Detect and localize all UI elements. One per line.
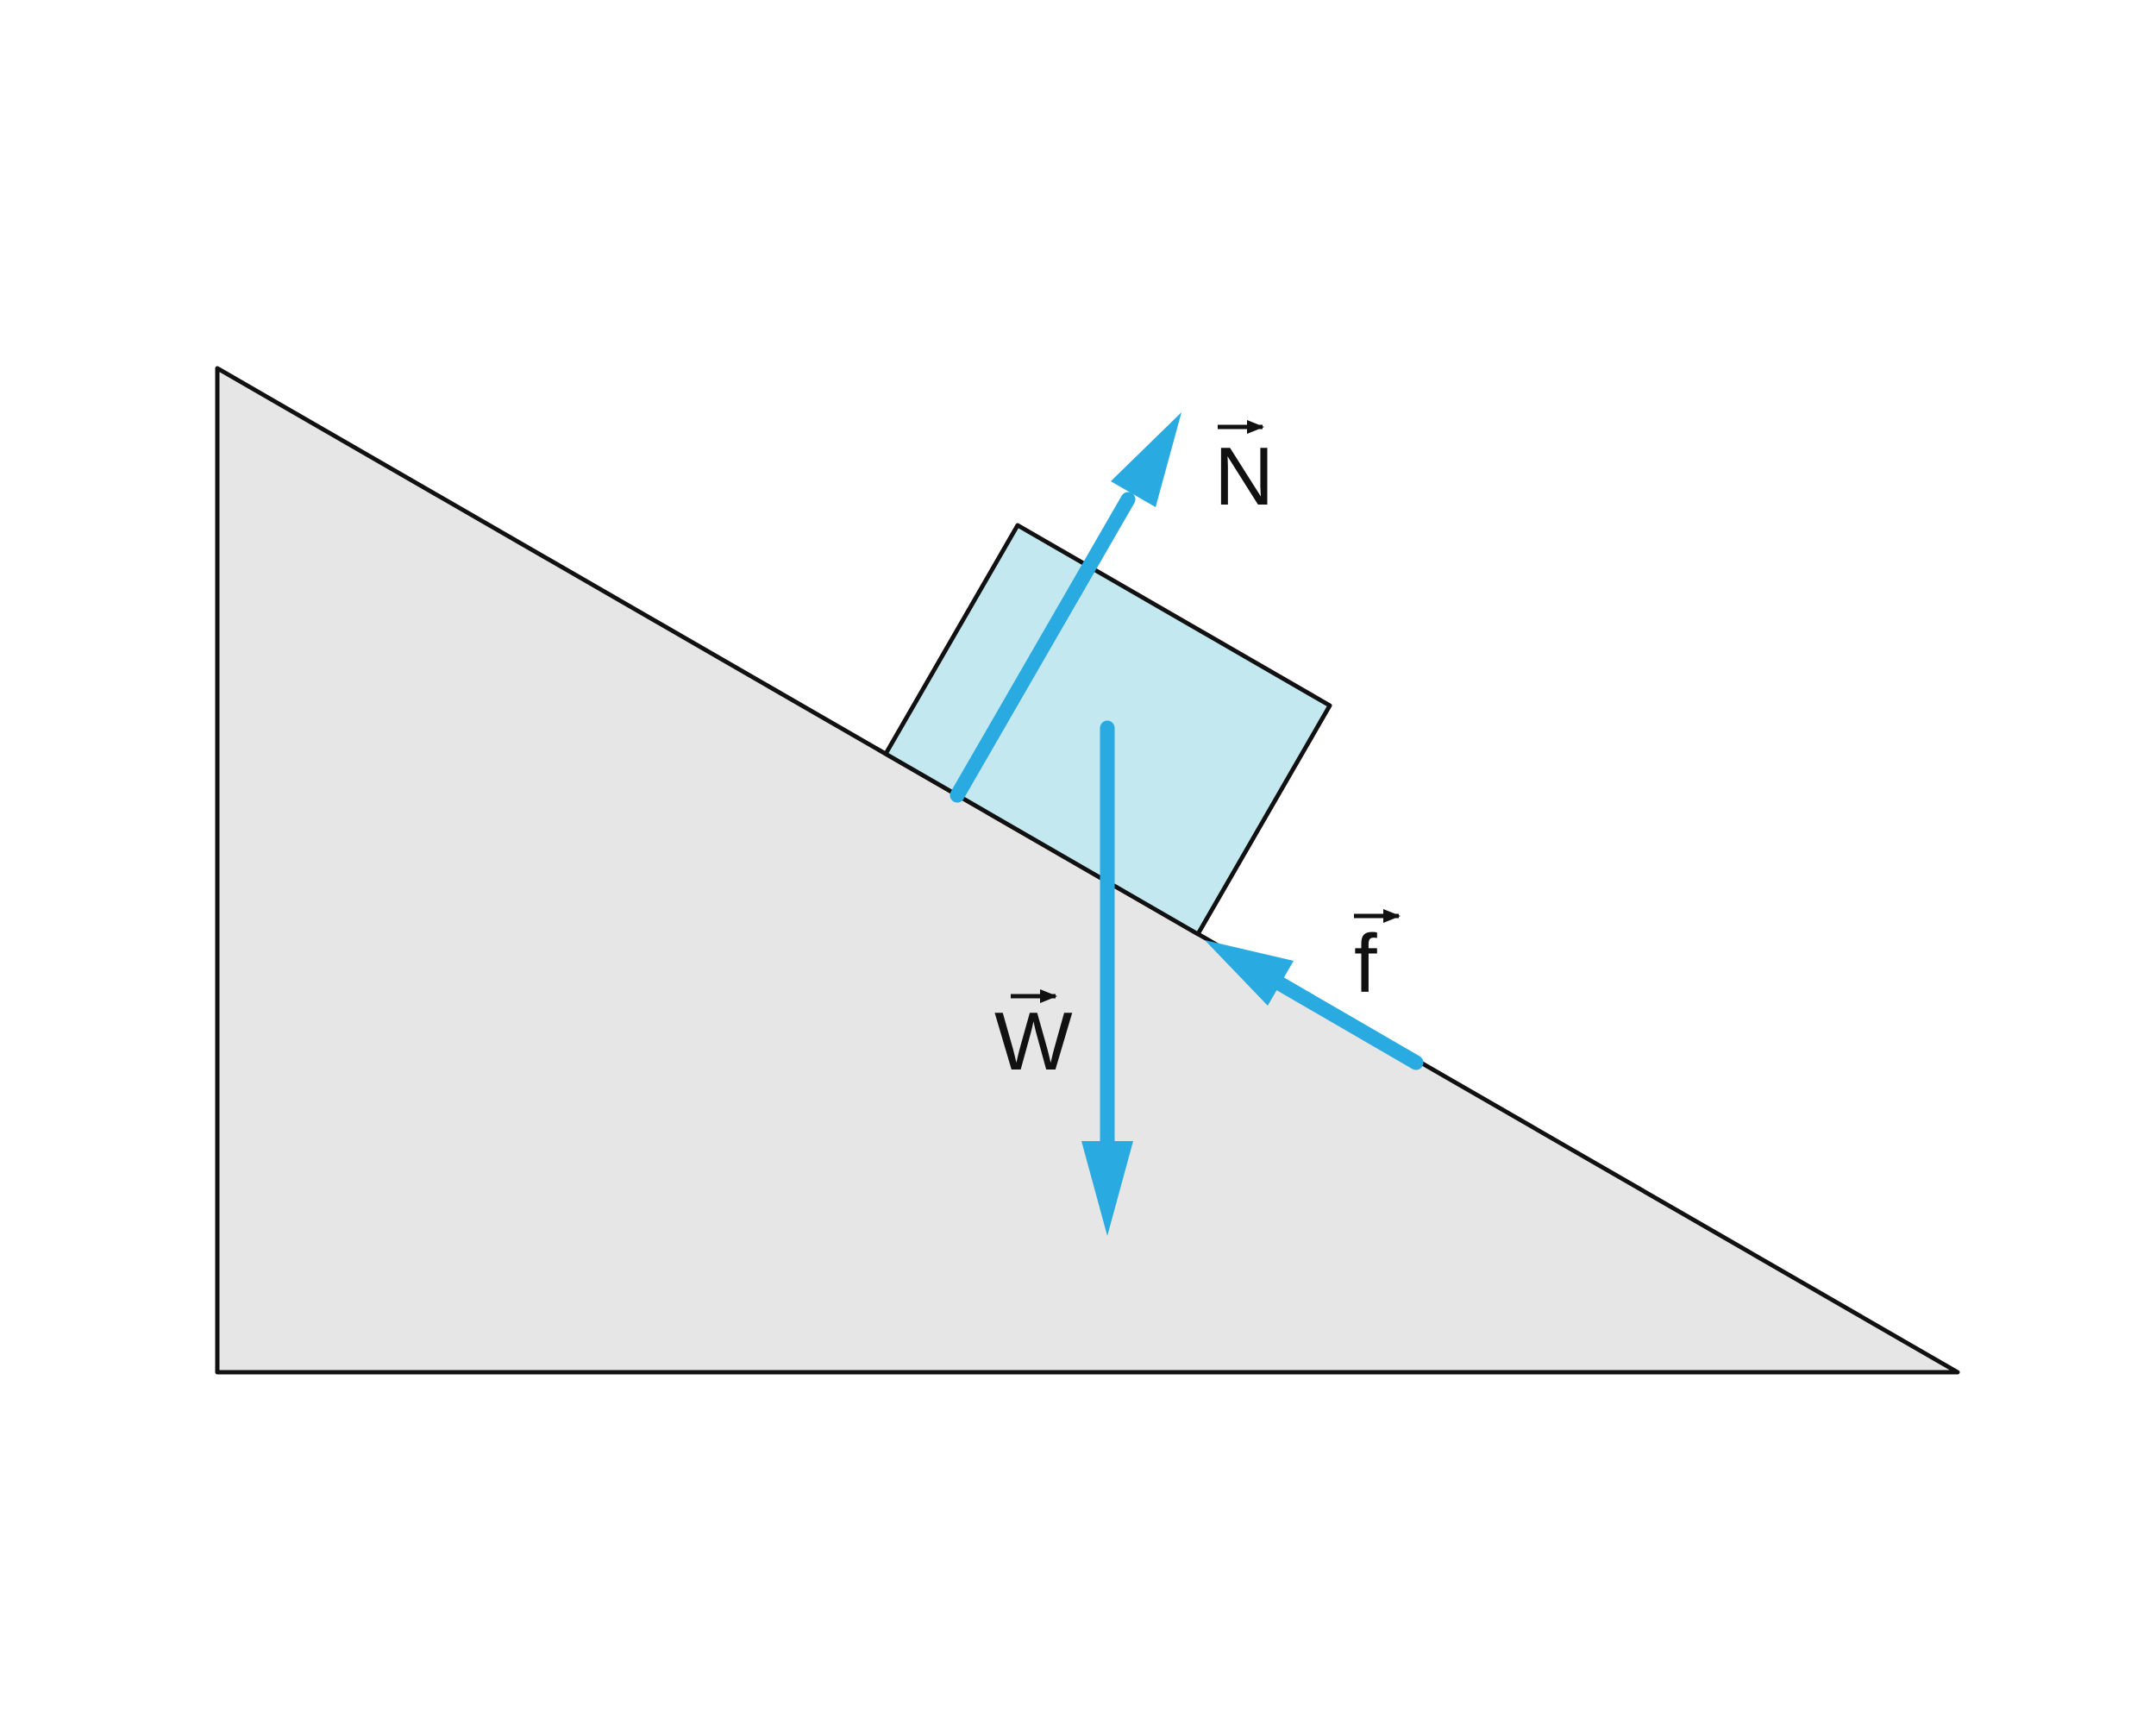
- normal-force-arrow: [950, 412, 1181, 803]
- friction-force-symbol: f: [1354, 918, 1377, 1010]
- normal-force-symbol: N: [1214, 430, 1274, 523]
- friction-force-label: f: [1354, 909, 1401, 1010]
- weight-force-symbol: W: [994, 995, 1073, 1088]
- weight-force-arrow: [1081, 720, 1133, 1236]
- friction-force-arrow: [1205, 940, 1424, 1070]
- normal-force-label: N: [1214, 420, 1274, 523]
- weight-force-label: W: [994, 989, 1073, 1088]
